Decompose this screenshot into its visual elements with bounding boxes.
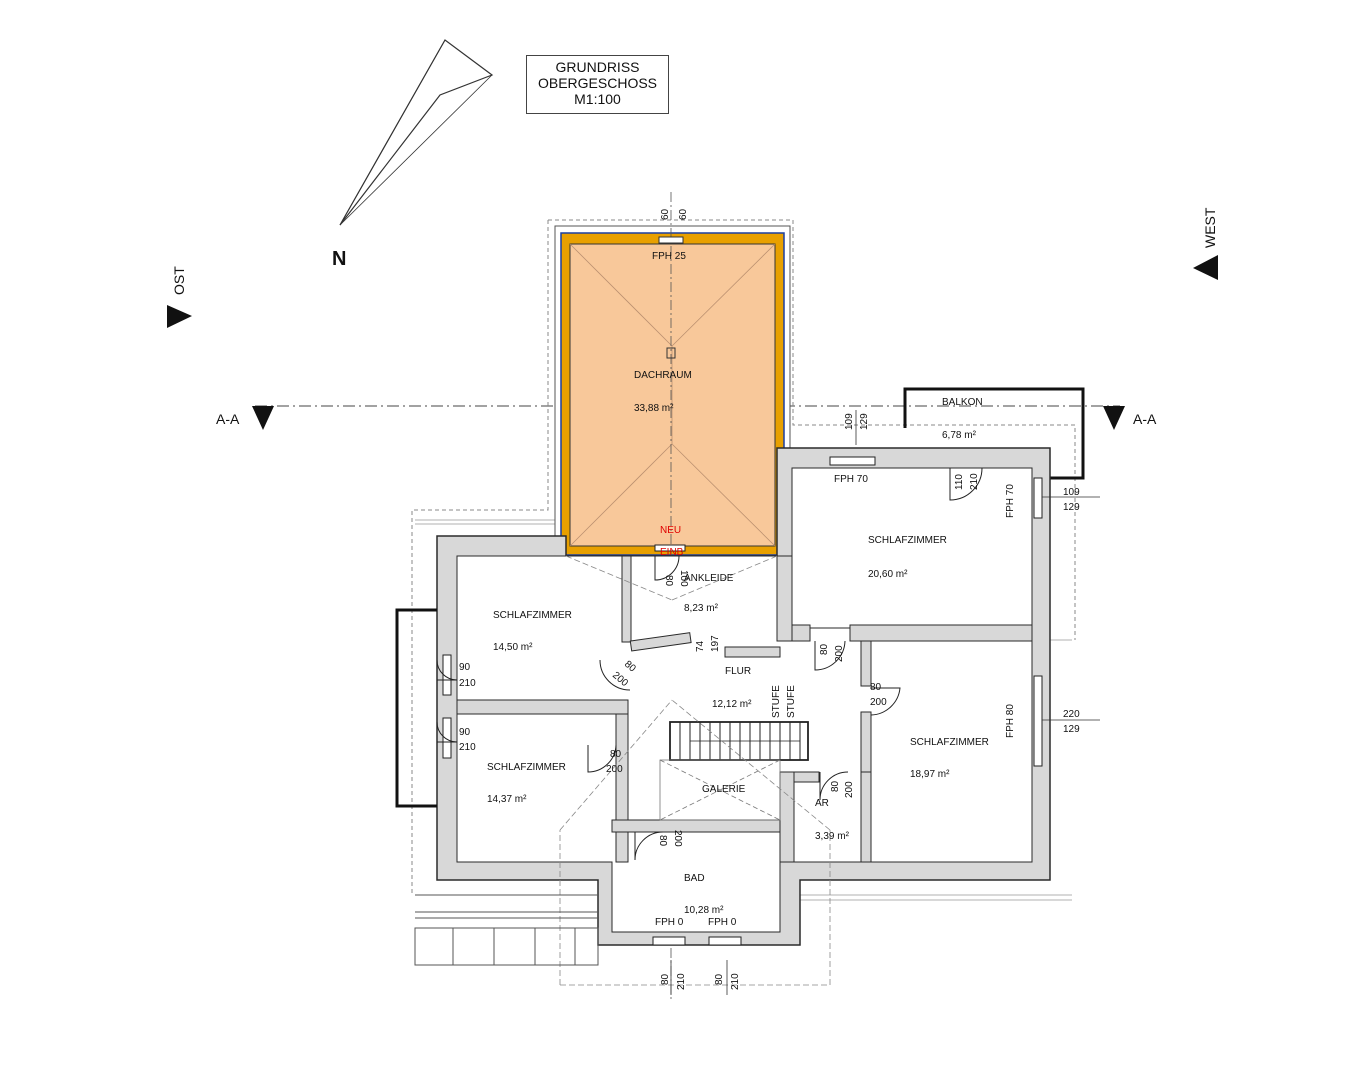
west-label: WEST <box>1202 207 1218 248</box>
dim-bot2-b: 210 <box>730 973 741 990</box>
dim-bot1-b: 210 <box>676 973 687 990</box>
interior-walls <box>456 467 1033 863</box>
door-swings <box>436 467 983 861</box>
schlafzimmer-w1-name: SCHLAFZIMMER <box>493 610 572 621</box>
plan-title-block: GRUNDRISS OBERGESCHOSS M1:100 <box>526 55 669 114</box>
fph70-top-label: FPH 70 <box>834 474 868 485</box>
section-marker-right-icon <box>1103 406 1125 430</box>
dim-ank2-a: 74 <box>695 640 706 652</box>
dim-ank-b: 100 <box>678 570 689 587</box>
dachraum-area: 33,88 m² <box>634 403 674 414</box>
dim-bad-door-b: 200 <box>672 830 683 847</box>
roof-window-icon <box>658 236 684 244</box>
dim-door-ne-a: 110 <box>954 474 965 490</box>
stufe-label-1: STUFE <box>771 685 782 718</box>
flur-name: FLUR <box>725 666 751 677</box>
dachraum-floor <box>569 243 776 547</box>
dim-win-ne-a: 109 <box>1063 487 1080 498</box>
west-marker-icon <box>1193 255 1218 280</box>
dim-w2-win-b: 210 <box>459 742 476 753</box>
schlafzimmer-w2-name: SCHLAFZIMMER <box>487 762 566 773</box>
schlafzimmer-se-name: SCHLAFZIMMER <box>910 737 989 748</box>
stufe-label-2: STUFE <box>786 685 797 718</box>
east-label: OST <box>171 266 187 295</box>
fph0-a-label: FPH 0 <box>655 917 684 928</box>
ar-area: 3,39 m² <box>815 831 850 842</box>
dim-bot1-a: 80 <box>660 973 671 985</box>
dim-top-a: 60 <box>660 208 671 220</box>
dim-ar-door-a: 80 <box>830 780 841 792</box>
schlafzimmer-w1-area: 14,50 m² <box>493 642 533 653</box>
dim-se-door-a: 80 <box>870 682 882 693</box>
galerie-void-lines <box>659 759 781 821</box>
schlafzimmer-w2-area: 14,37 m² <box>487 794 527 805</box>
balkon-railing <box>903 387 1085 480</box>
east-marker-icon <box>167 305 192 328</box>
dim-door-ne-b: 210 <box>969 473 980 490</box>
dim-ank-a: 80 <box>663 575 674 587</box>
section-label-right: A-A <box>1133 411 1157 427</box>
windows <box>442 456 1043 946</box>
title-scale: M1:100 <box>574 91 621 107</box>
neu-label: NEU <box>660 525 681 536</box>
dim-se-win-b: 129 <box>1063 724 1080 735</box>
dim-balc-a: 109 <box>844 413 855 430</box>
dachraum-name: DACHRAUM <box>634 370 692 381</box>
flur-area: 12,12 m² <box>712 699 752 710</box>
dim-ank2-b: 197 <box>710 635 721 652</box>
dim-top-b: 60 <box>678 208 689 220</box>
title-line-1: GRUNDRISS <box>555 59 640 75</box>
fph80-side-label: FPH 80 <box>1005 704 1016 738</box>
dim-w2-door-b: 200 <box>606 764 623 775</box>
section-marker-left-icon <box>252 406 274 430</box>
section-label-left: A-A <box>216 411 240 427</box>
dim-w2-door-a: 80 <box>610 749 622 760</box>
dim-ne-door-b: 200 <box>834 645 845 662</box>
bad-name: BAD <box>684 873 705 884</box>
dim-balc-b: 129 <box>859 413 870 430</box>
dim-win-ne-b: 129 <box>1063 502 1080 513</box>
galerie-name: GALERIE <box>702 784 746 795</box>
ridge-diagonals <box>559 555 831 986</box>
balkon-area: 6,78 m² <box>942 430 977 441</box>
fph25-label: FPH 25 <box>652 251 686 262</box>
title-line-2: OBERGESCHOSS <box>537 75 658 91</box>
ankleide-area: 8,23 m² <box>684 603 719 614</box>
schlafzimmer-se-area: 18,97 m² <box>910 769 950 780</box>
dim-ar-door-b: 200 <box>844 781 855 798</box>
fph0-b-label: FPH 0 <box>708 917 737 928</box>
ankleide-name: ANKLEIDE <box>684 573 734 584</box>
dim-w1-win-a: 90 <box>459 662 471 673</box>
dim-w1-win-b: 210 <box>459 678 476 689</box>
dachraum-roof-ridges <box>569 243 776 547</box>
balkon-name: BALKON <box>942 397 983 408</box>
schlafzimmer-ne-name: SCHLAFZIMMER <box>868 535 947 546</box>
dim-se-win-a: 220 <box>1063 709 1080 720</box>
bad-area: 10,28 m² <box>684 905 724 916</box>
dim-ne-door-a: 80 <box>819 643 830 655</box>
terrace-pergola <box>414 894 599 966</box>
schlafzimmer-ne-area: 20,60 m² <box>868 569 908 580</box>
west-balcony-railing <box>395 608 437 808</box>
dim-w2-win-a: 90 <box>459 727 471 738</box>
chimney-icon <box>666 347 676 359</box>
dimension-lines <box>670 410 1100 995</box>
dim-se-door-b: 200 <box>870 697 887 708</box>
north-label: N <box>332 248 346 270</box>
north-arrow-icon <box>339 39 494 226</box>
fph70-side-label: FPH 70 <box>1005 484 1016 518</box>
dim-bot2-a: 80 <box>714 973 725 985</box>
dim-bad-door-a: 80 <box>657 835 668 847</box>
einbau-label: EINB <box>660 547 684 558</box>
ar-name: AR <box>815 798 829 809</box>
